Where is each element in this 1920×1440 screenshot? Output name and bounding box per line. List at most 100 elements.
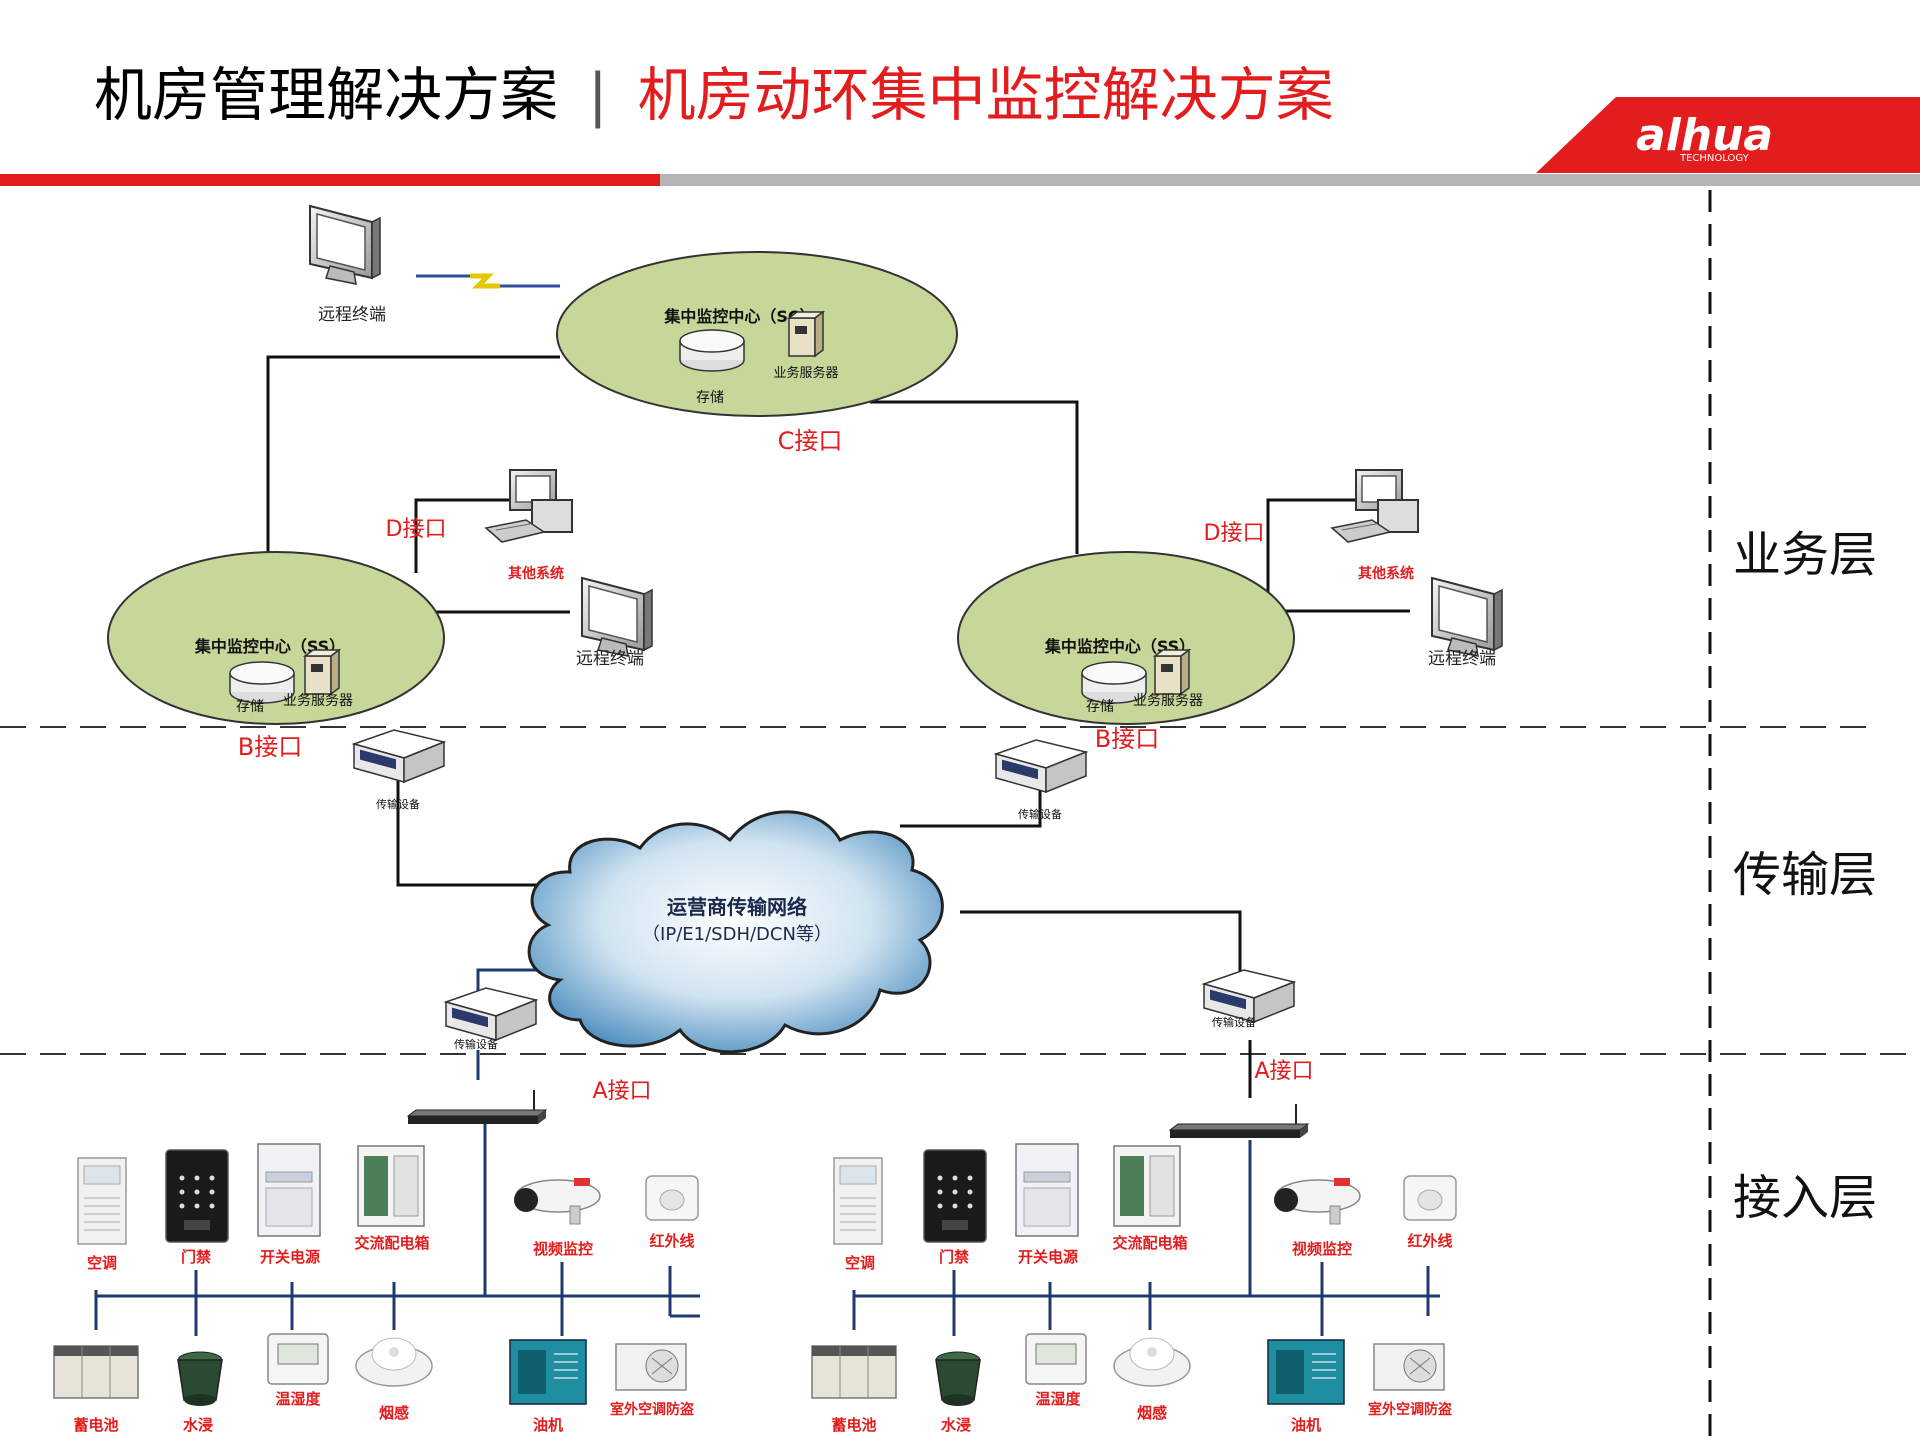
sc-remote-monitor-icon xyxy=(309,205,381,285)
left-d-interface-label: D接口 xyxy=(386,517,447,542)
left-switch-power-label: 开关电源 xyxy=(260,1248,320,1266)
left-smoke-label: 烟感 xyxy=(379,1404,409,1422)
left-humidity-icon xyxy=(267,1333,329,1385)
left-ac-distribution-icon xyxy=(357,1145,425,1227)
left-access-bus xyxy=(94,1124,700,1336)
left-ss-ellipse xyxy=(107,551,445,725)
left-outdoor-aircon-label: 室外空调防盗 xyxy=(610,1401,695,1418)
title-sub: 机房动环集中监控解决方案 xyxy=(637,61,1334,129)
sc-disk-icon xyxy=(679,329,745,372)
c-interface-label: C接口 xyxy=(778,427,843,455)
right-lower-transmission-icon xyxy=(1203,969,1295,1023)
right-d-interface-label: D接口 xyxy=(1204,521,1265,546)
left-access-control-label: 门禁 xyxy=(181,1248,211,1266)
right-battery-icon xyxy=(811,1345,897,1399)
right-router-icon xyxy=(1169,1103,1309,1139)
left-lower-transmission-label: 传输设备 xyxy=(454,1037,498,1051)
left-ss-server-icon xyxy=(304,649,340,695)
left-upper-transmission-label: 传输设备 xyxy=(376,797,420,811)
right-water-leak-icon xyxy=(935,1351,981,1407)
left-battery-label: 蓄电池 xyxy=(73,1416,118,1434)
right-smoke-icon xyxy=(1113,1337,1191,1387)
sc-remote-label: 远程终端 xyxy=(318,305,386,325)
right-humidity-icon xyxy=(1025,1333,1087,1385)
right-lower-transmission-label: 传输设备 xyxy=(1212,1015,1256,1029)
left-camera-icon xyxy=(513,1177,601,1225)
right-access-bus xyxy=(852,1140,1440,1336)
right-water-leak-label: 水浸 xyxy=(941,1416,971,1434)
left-generator-icon xyxy=(509,1339,587,1405)
layer-label-access: 接入层 xyxy=(1733,1170,1878,1226)
page-title: 机房管理解决方案 | 机房动环集中监控解决方案 xyxy=(94,48,1334,132)
left-aircon-icon xyxy=(77,1157,127,1245)
connections-business xyxy=(266,355,1410,985)
right-battery-label: 蓄电池 xyxy=(831,1416,876,1434)
right-remote-monitor-icon xyxy=(1431,577,1503,657)
sc-title: 集中监控中心（SC） xyxy=(663,307,815,326)
sc-server-label: 业务服务器 xyxy=(773,365,838,381)
right-access-control-icon xyxy=(923,1149,987,1243)
right-outdoor-aircon-label: 室外空调防盗 xyxy=(1368,1401,1453,1418)
right-upper-transmission-icon xyxy=(995,739,1087,793)
left-other-system-label: 其他系统 xyxy=(508,565,564,582)
left-infrared-icon xyxy=(645,1175,699,1221)
right-smoke-label: 烟感 xyxy=(1137,1404,1167,1422)
left-water-leak-icon xyxy=(177,1351,223,1407)
right-generator-label: 油机 xyxy=(1291,1416,1321,1434)
right-ss-title: 集中监控中心（SS） xyxy=(1044,637,1195,656)
right-generator-icon xyxy=(1267,1339,1345,1405)
left-a-interface-label: A接口 xyxy=(592,1079,651,1104)
left-generator-label: 油机 xyxy=(533,1416,563,1434)
sc-storage-label: 存储 xyxy=(696,390,724,406)
left-access-control-icon xyxy=(165,1149,229,1243)
right-other-system-label: 其他系统 xyxy=(1358,565,1414,582)
dahua-logo-sub: TECHNOLOGY xyxy=(1680,153,1749,164)
right-ss-ellipse xyxy=(957,551,1295,725)
right-outdoor-aircon-icon xyxy=(1373,1343,1445,1391)
header-bar-gray xyxy=(660,174,1920,186)
left-aircon-label: 空调 xyxy=(87,1254,117,1272)
layer-label-transport: 传输层 xyxy=(1733,847,1878,903)
right-ac-distribution-icon xyxy=(1113,1145,1181,1227)
sc-center-ellipse xyxy=(556,251,958,417)
left-infrared-label: 红外线 xyxy=(649,1232,694,1250)
right-remote-label: 远程终端 xyxy=(1428,649,1496,669)
right-infrared-icon xyxy=(1403,1175,1457,1221)
left-humidity-label: 温湿度 xyxy=(275,1390,321,1408)
title-main: 机房管理解决方案 xyxy=(94,61,559,129)
right-ss-server-label: 业务服务器 xyxy=(1133,693,1203,709)
right-camera-label: 视频监控 xyxy=(1292,1240,1352,1258)
layer-label-business: 业务层 xyxy=(1733,527,1878,583)
right-b-interface-label: B接口 xyxy=(1095,725,1159,753)
left-camera-label: 视频监控 xyxy=(533,1240,593,1258)
left-ss-title: 集中监控中心（SS） xyxy=(194,637,345,656)
right-camera-icon xyxy=(1273,1177,1361,1225)
left-remote-monitor-icon xyxy=(581,577,653,657)
right-a-interface-label: A接口 xyxy=(1254,1059,1313,1084)
left-lower-transmission-icon xyxy=(445,987,537,1041)
left-ss-storage-label: 存储 xyxy=(236,699,264,715)
right-ss-server-icon xyxy=(1154,649,1190,695)
sc-server-icon xyxy=(788,311,824,357)
right-switch-power-label: 开关电源 xyxy=(1018,1248,1078,1266)
logo-banner xyxy=(1536,97,1920,173)
right-access-control-label: 门禁 xyxy=(939,1248,969,1266)
left-switch-power-icon xyxy=(257,1143,321,1237)
right-aircon-icon xyxy=(833,1157,883,1245)
right-switch-power-icon xyxy=(1015,1143,1079,1237)
left-ac-distribution-label: 交流配电箱 xyxy=(354,1234,429,1252)
left-b-interface-label: B接口 xyxy=(238,733,302,761)
dahua-logo: alhua xyxy=(1636,110,1774,161)
carrier-network-cloud xyxy=(527,810,944,1054)
left-remote-label: 远程终端 xyxy=(576,649,644,669)
right-infrared-label: 红外线 xyxy=(1407,1232,1452,1250)
left-battery-icon xyxy=(53,1345,139,1399)
title-separator: | xyxy=(588,61,608,129)
left-smoke-icon xyxy=(355,1337,433,1387)
cloud-title: 运营商传输网络 xyxy=(667,895,807,919)
left-router-icon xyxy=(407,1089,547,1125)
left-upper-transmission-icon xyxy=(353,729,445,783)
right-other-system-desktop-icon xyxy=(1331,469,1419,543)
right-upper-transmission-label: 传输设备 xyxy=(1018,807,1062,821)
